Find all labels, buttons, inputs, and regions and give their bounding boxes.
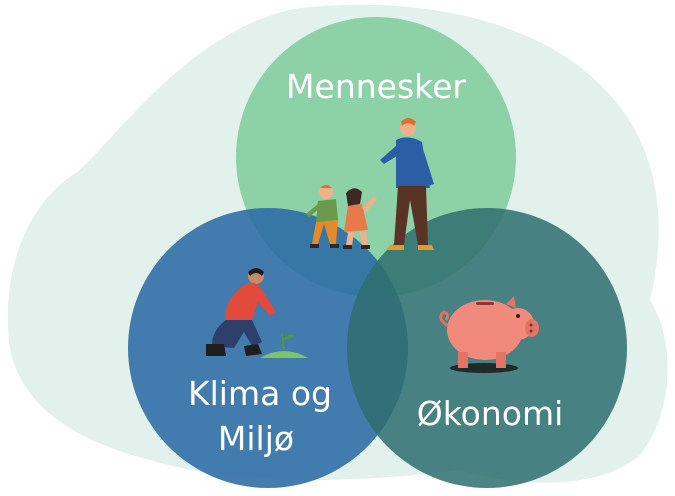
piggy-bank-icon — [439, 296, 539, 373]
person-planting-icon — [206, 268, 308, 358]
label-climate-line2: Miljø — [218, 419, 294, 458]
label-economy: Økonomi — [417, 394, 564, 433]
family-walking-icon — [306, 118, 434, 250]
circle-climate — [128, 208, 408, 488]
label-climate-line1: Klima og — [188, 374, 332, 413]
label-people: Mennesker — [286, 67, 466, 106]
